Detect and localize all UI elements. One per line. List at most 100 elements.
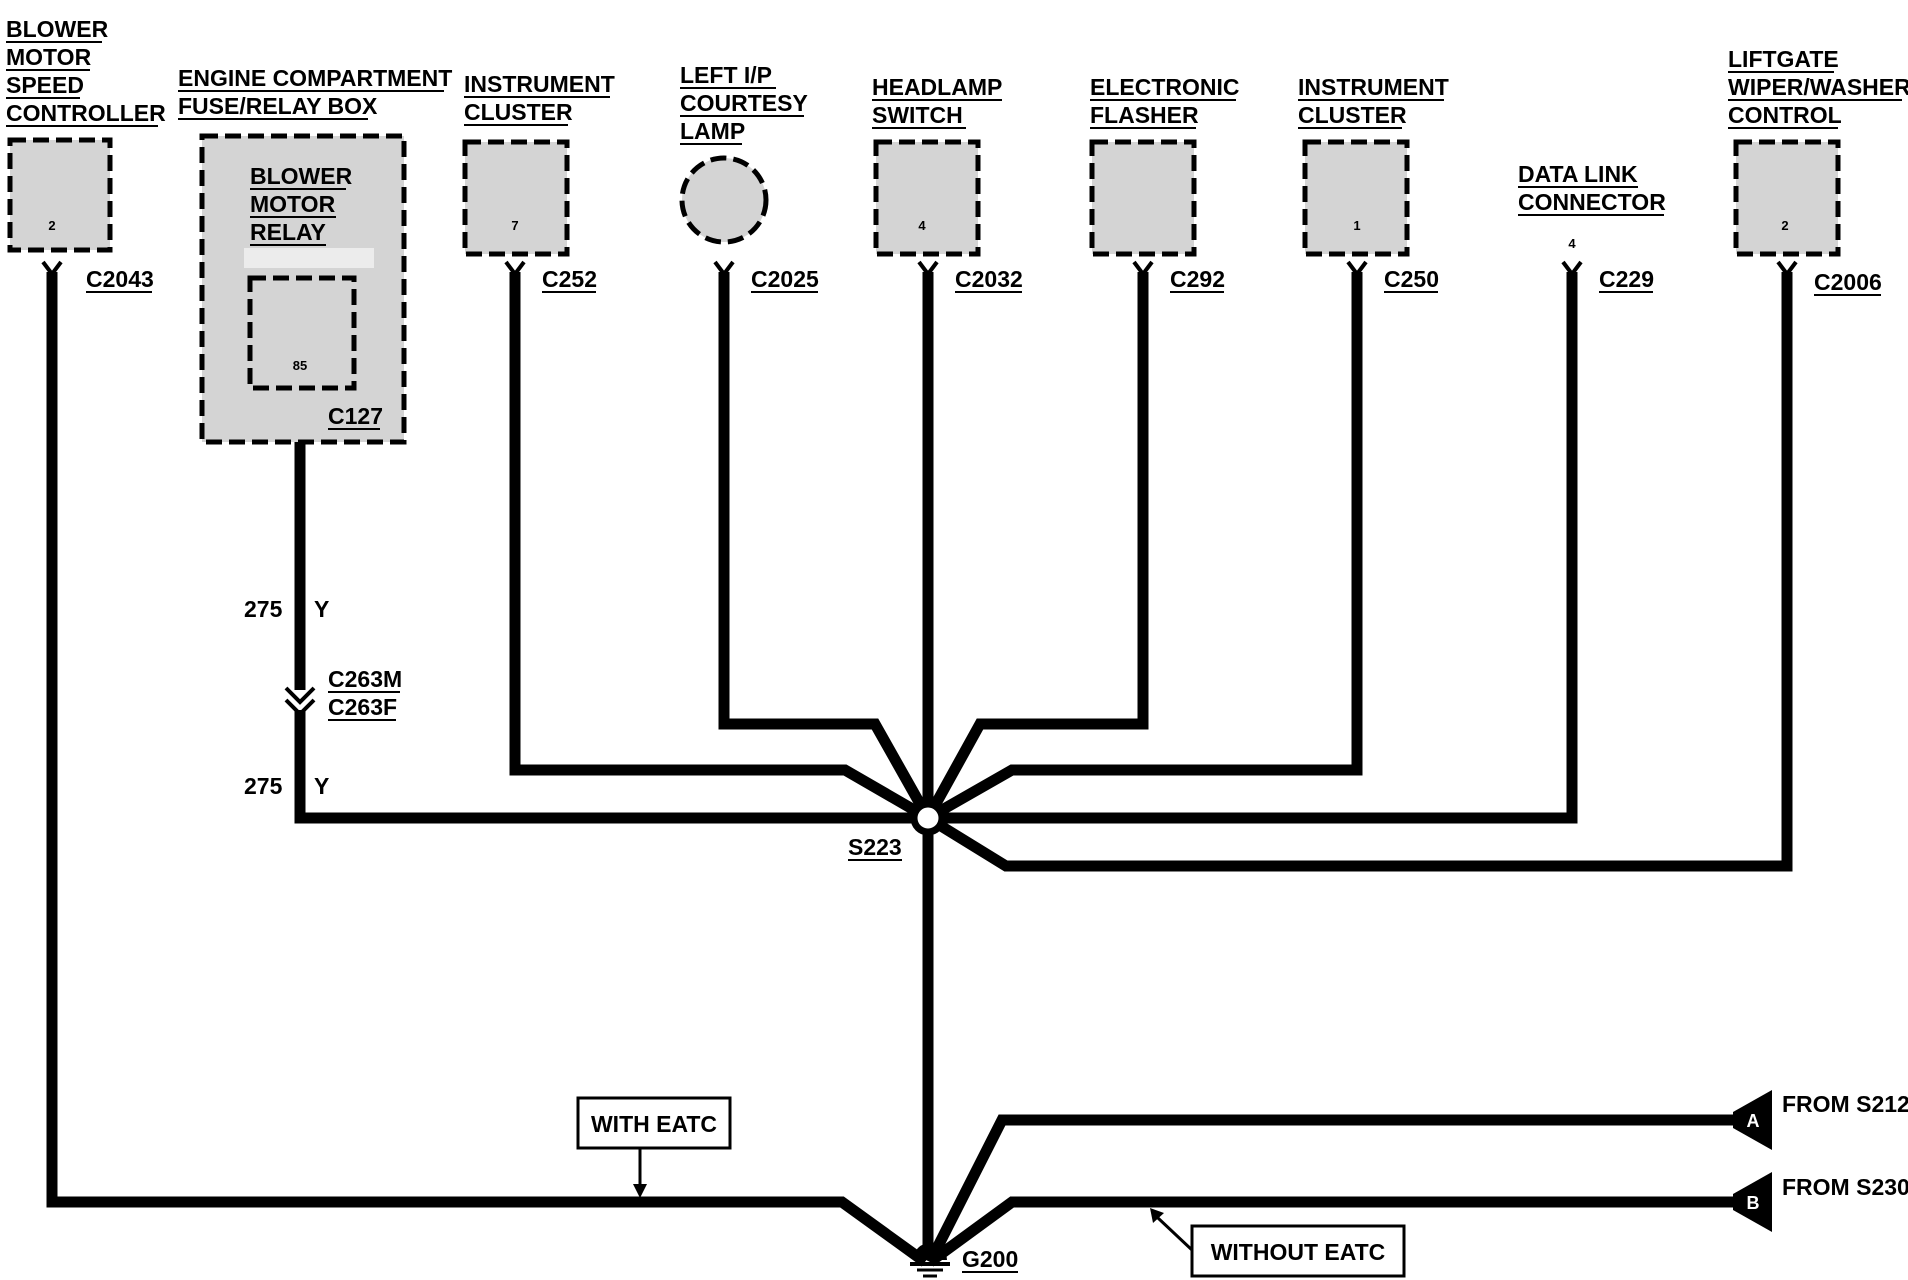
note-arrowhead (1150, 1208, 1164, 1223)
title-line: CONTROL (1728, 102, 1842, 128)
electronic-flasher-title: ELECTRONIC FLASHER (1090, 74, 1240, 128)
c252-pin-mark (504, 260, 526, 278)
title-line: CONTROLLER (6, 100, 166, 126)
wire-circuit-lower: 275 (244, 773, 283, 799)
liftgate-wiper-washer-title: LIFTGATE WIPER/WASHER CONTROL (1728, 46, 1908, 128)
note-pointer (1156, 1216, 1194, 1252)
title-line: CLUSTER (464, 99, 573, 125)
c252-pin-number: 7 (511, 218, 518, 233)
title-line: HEADLAMP (872, 74, 1002, 100)
title-line: CONNECTOR (1518, 189, 1666, 215)
c2006-pin-mark (1776, 260, 1798, 278)
title-underlines (6, 41, 1902, 246)
ground-label-g200: G200 (962, 1246, 1018, 1272)
title-line: CLUSTER (1298, 102, 1407, 128)
connector-id-c229: C229 (1599, 266, 1654, 292)
instrument-cluster-2-title: INSTRUMENT CLUSTER (1298, 74, 1449, 128)
wire-c229-to-s223 (928, 272, 1578, 824)
offpage-connector-a: A FROM S212 (1733, 1090, 1908, 1150)
instrument-cluster-1-title: INSTRUMENT CLUSTER (464, 71, 615, 125)
offpage-text-b: FROM S230 (1782, 1174, 1908, 1200)
c2043-pin-mark (41, 260, 63, 278)
note-box (576, 1096, 732, 1150)
connector-id-c2025: C2025 (751, 266, 819, 292)
c2043-pin-number: 2 (48, 218, 55, 233)
c263-male-mark (284, 686, 316, 705)
wire-c2006-to-s223 (925, 272, 1793, 872)
c292-pin-mark (1132, 260, 1154, 278)
wire-c252-to-s223 (509, 272, 931, 823)
offpage-connector-b: B FROM S230 (1733, 1172, 1908, 1232)
electronic-flasher-box (1089, 139, 1197, 257)
wire-c250-to-s223 (925, 272, 1363, 823)
connector-id-c2043: C2043 (86, 266, 154, 292)
connector-id-c127: C127 (328, 403, 383, 429)
c229-pin-mark (1561, 260, 1583, 278)
wire-from-s230 (926, 1196, 1745, 1267)
ground-g200-symbol (910, 1243, 950, 1278)
title-line: ELECTRONIC (1090, 74, 1240, 100)
instrument-cluster-box-1 (462, 139, 570, 257)
note-with-eatc: WITH EATC (576, 1096, 732, 1198)
title-line: BLOWER (6, 16, 109, 42)
title-line: RELAY (250, 219, 326, 245)
title-line: ENGINE COMPARTMENT (178, 65, 452, 91)
connector-id-underlines (86, 291, 1881, 721)
title-line: WIPER/WASHER (1728, 74, 1908, 100)
c2025-pin-mark (713, 260, 735, 278)
note-without-eatc: WITHOUT EATC (1150, 1208, 1406, 1278)
wire-c263-to-s223 (294, 710, 928, 824)
c250-pin-mark (1346, 260, 1368, 278)
headlamp-switch-box (873, 139, 981, 257)
headlamp-switch-title: HEADLAMP SWITCH (872, 74, 1002, 128)
connector-id-c263f: C263F (328, 694, 397, 720)
wire-blower-controller-to-g200 (46, 272, 929, 1267)
liftgate-wiper-washer-box (1733, 139, 1841, 257)
title-line: MOTOR (250, 191, 336, 217)
wire-circuit-upper: 275 (244, 596, 283, 622)
wire-color-lower: Y (314, 773, 329, 799)
wire-labels: 275 Y 275 Y (244, 596, 329, 799)
blower-motor-speed-controller-box (7, 137, 113, 253)
relay-pin-number: 85 (293, 358, 307, 373)
data-link-connector-title: DATA LINK CONNECTOR (1518, 161, 1666, 215)
offpage-flag-b (1733, 1172, 1772, 1232)
wires (46, 272, 1793, 1267)
splice-label-s223: S223 (848, 834, 902, 860)
connector-id-c2032: C2032 (955, 266, 1023, 292)
title-line: LIFTGATE (1728, 46, 1839, 72)
c263-female-mark (284, 698, 316, 717)
title-line: FUSE/RELAY BOX (178, 93, 378, 119)
offpage-text-a: FROM S212 (1782, 1091, 1908, 1117)
blower-motor-relay-title: BLOWER MOTOR RELAY (250, 163, 353, 245)
relay-label-band (244, 248, 374, 268)
c2032-pin-mark (917, 260, 939, 278)
blower-motor-speed-controller-title: BLOWER MOTOR SPEED CONTROLLER (6, 16, 166, 126)
offpage-flag-a (1733, 1090, 1772, 1150)
note-text-with-eatc: WITH EATC (591, 1111, 717, 1137)
note-text-without-eatc: WITHOUT EATC (1211, 1239, 1386, 1265)
note-box (1190, 1224, 1406, 1278)
courtesy-lamp-title: LEFT I/P COURTESY LAMP (680, 62, 808, 144)
title-line: SWITCH (872, 102, 963, 128)
connector-id-c250: C250 (1384, 266, 1439, 292)
wire-c2025-to-s223 (718, 272, 933, 821)
ground-dome (913, 1243, 947, 1260)
title-line: BLOWER (250, 163, 353, 189)
c2006-pin-number: 2 (1781, 218, 1788, 233)
fuse-relay-box-title: ENGINE COMPARTMENT FUSE/RELAY BOX (178, 65, 452, 119)
connector-id-c252: C252 (542, 266, 597, 292)
c229-pin-number: 4 (1568, 236, 1576, 251)
offpage-letter-b: B (1747, 1193, 1760, 1213)
blower-motor-relay-box (247, 275, 357, 391)
title-line: INSTRUMENT (1298, 74, 1449, 100)
connector-ids: C2043 C127 C252 C2025 C2032 C292 C250 C2… (86, 266, 1882, 720)
c2032-pin-number: 4 (918, 218, 926, 233)
title-line: INSTRUMENT (464, 71, 615, 97)
title-line: COURTESY (680, 90, 808, 116)
title-line: SPEED (6, 72, 84, 98)
c250-pin-number: 1 (1353, 218, 1360, 233)
wire-color-upper: Y (314, 596, 329, 622)
title-line: LAMP (680, 118, 745, 144)
